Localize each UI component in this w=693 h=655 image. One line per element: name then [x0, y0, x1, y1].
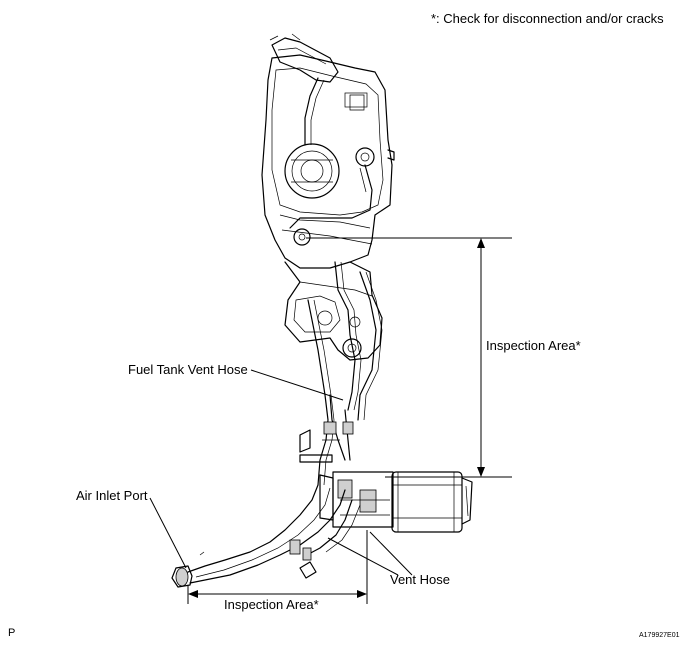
vent-hose-leader-1 — [327, 537, 399, 576]
vent-hose-leader-2 — [369, 531, 413, 576]
air-inlet-port-label: Air Inlet Port — [76, 488, 148, 503]
inspection-area-vertical-dimension — [306, 237, 512, 478]
page-marker: P — [8, 627, 16, 639]
figure-id: A179927E01 — [639, 632, 680, 639]
inspection-area-vertical-label: Inspection Area* — [486, 338, 581, 353]
fuel-tank — [261, 33, 395, 269]
inspection-area-horizontal-dimension — [187, 530, 368, 604]
fuel-tank-vent-hose-label: Fuel Tank Vent Hose — [128, 362, 248, 377]
inspection-note: *: Check for disconnection and/or cracks — [431, 11, 664, 26]
filler-pipe — [171, 484, 361, 588]
vent-hose-label: Vent Hose — [390, 572, 450, 587]
tank-lower-section — [284, 261, 383, 361]
fuel-tank-vent-hose-leader — [250, 369, 344, 401]
inspection-area-horizontal-label: Inspection Area* — [224, 597, 319, 612]
air-inlet-port-leader — [149, 497, 187, 569]
leader-lines — [149, 369, 413, 576]
charcoal-canister — [319, 471, 473, 533]
fuel-tank-vent-hose — [299, 261, 383, 486]
